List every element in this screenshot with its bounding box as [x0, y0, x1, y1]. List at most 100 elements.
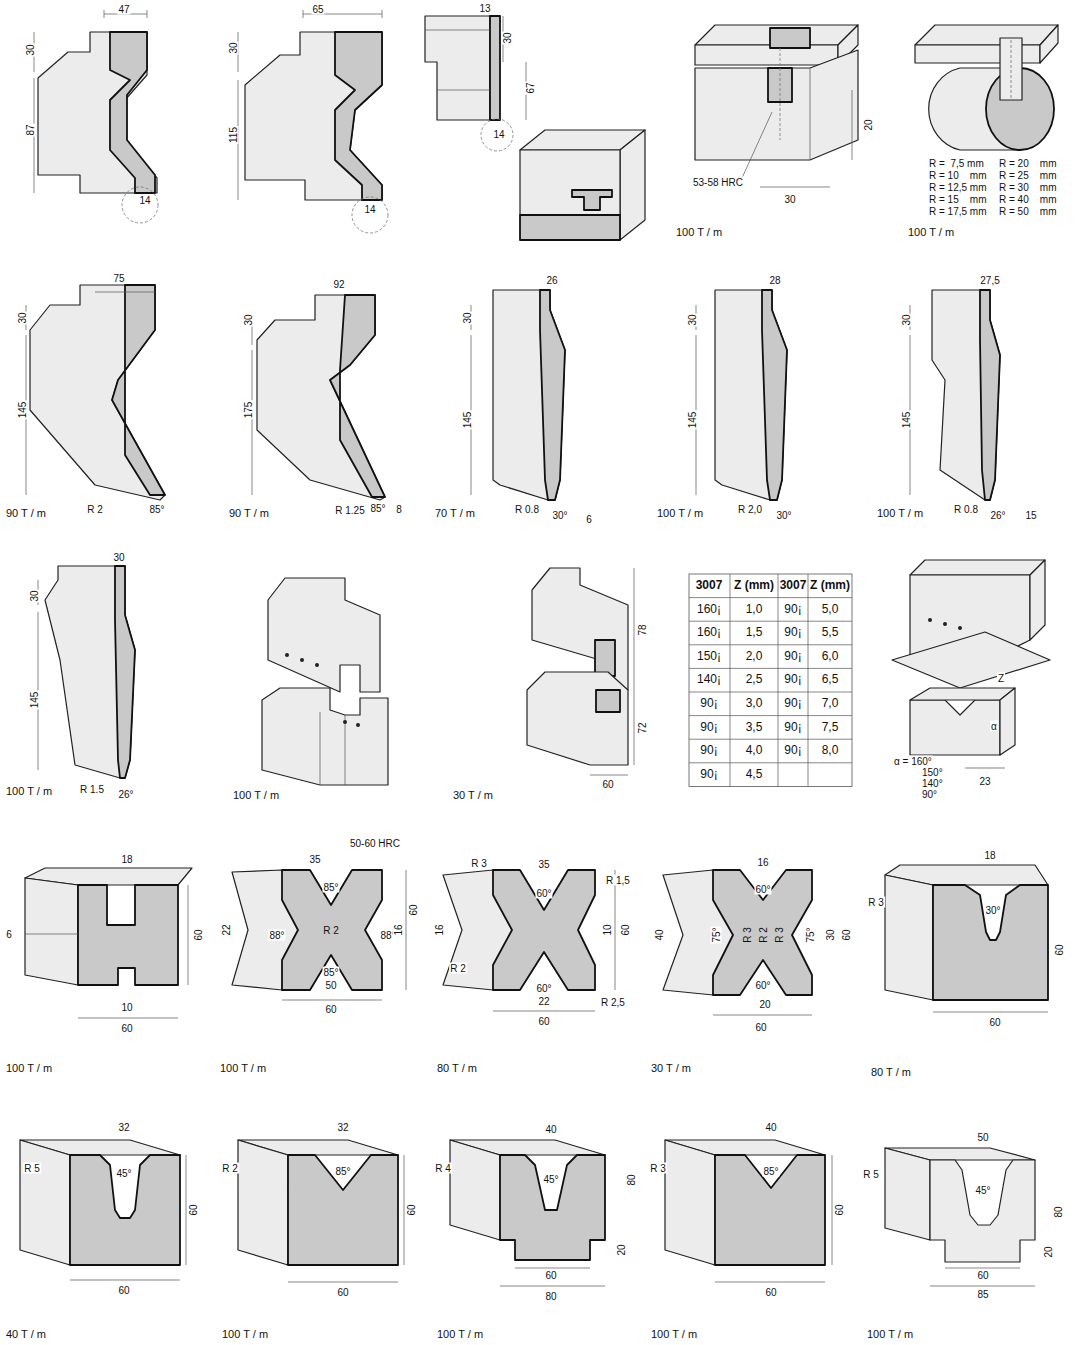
dimension-label: 27,5 [979, 275, 1000, 286]
four-way-die [443, 870, 615, 1011]
dimension-label: 88° [268, 930, 285, 941]
acute-punch-part [910, 305, 911, 495]
dimension-label: R 2,0 [737, 504, 763, 515]
table-header: 3007 [779, 579, 808, 592]
table-cell: 90¡ [699, 745, 718, 758]
table-cell: 2,0 [745, 650, 764, 663]
dimension-label: 60 [537, 1016, 550, 1027]
dimension-label: 50 [976, 1132, 989, 1143]
adapter-tool [425, 16, 645, 240]
offset-tool-set-part [268, 578, 380, 692]
v-die-part [930, 1160, 1035, 1262]
offset-die-set-part [1000, 688, 1015, 755]
load-rating: 40 T / m [5, 1328, 47, 1340]
acute-punch-part [45, 566, 135, 778]
dimension-label: 20 [758, 999, 771, 1010]
dimension-label: 6 [585, 514, 593, 525]
dimension-label: R 2 [322, 925, 340, 936]
v-die-part [885, 875, 933, 1000]
dimension-label: 80 [544, 1291, 557, 1302]
acute-punch-part [762, 290, 787, 500]
offset-tool-set [262, 578, 388, 785]
v-die [20, 1140, 186, 1280]
straight-punch-part [257, 295, 385, 500]
table-cell: 3,5 [745, 721, 764, 734]
dimension-label: R 1.25 [334, 505, 365, 516]
dimension-label: 85° [334, 1166, 351, 1177]
table-cell: 4,0 [745, 745, 764, 758]
acute-punch-part [715, 290, 787, 500]
dimension-label: 10 [602, 923, 613, 936]
dimension-label: 60° [754, 884, 771, 895]
dimension-label: 85° [762, 1166, 779, 1177]
table-cell: 7,0 [821, 697, 840, 710]
dimension-label: 60 [1054, 943, 1065, 956]
table-cell: 90¡ [699, 768, 718, 781]
note-label: 50-60 HRC [349, 838, 401, 849]
gooseneck-punch-part [352, 197, 388, 233]
adapter-tool-part [520, 215, 620, 240]
offset-tool-set-part [356, 723, 360, 727]
dimension-label: 145 [901, 411, 912, 430]
dimension-label: 30 [783, 194, 796, 205]
load-rating: 30 T / m [650, 1062, 692, 1074]
dimension-label: 45° [974, 1185, 991, 1196]
dimension-label: 30 [462, 311, 473, 324]
dimension-label: 65 [311, 4, 324, 15]
h-die-part [25, 885, 188, 1018]
gooseneck-punch-part [238, 10, 382, 200]
dimension-label: 30° [775, 510, 792, 521]
gooseneck-punch-part [335, 32, 382, 200]
dimension-label: R 2 [86, 504, 104, 515]
table-cell: 160¡ [696, 627, 722, 640]
dimension-label: R 1.5 [79, 784, 105, 795]
dimension-label: 72 [637, 721, 648, 734]
dimension-label: R 5 [23, 1163, 41, 1174]
dimension-label: 14 [492, 129, 505, 140]
v-die-part [70, 1155, 180, 1265]
gooseneck-punch-part [38, 32, 157, 193]
note-label: 150° [921, 767, 944, 778]
dimension-label: 60 [120, 1023, 133, 1034]
load-rating: 100 T / m [436, 1328, 484, 1340]
table-cell: 7,5 [821, 721, 840, 734]
dimension-label: 16 [393, 923, 404, 936]
load-rating: 100 T / m [650, 1328, 698, 1340]
note-label: 90° [921, 789, 938, 800]
radius-tool-part [915, 25, 1058, 45]
hemming-tool-set-part [595, 640, 615, 676]
h-die-part [25, 878, 78, 985]
dimension-label: 32 [117, 1122, 130, 1133]
v-die [665, 1140, 832, 1282]
dimension-label: 80 [626, 1173, 637, 1186]
dimension-label: 67 [525, 81, 536, 94]
load-rating: 100 T / m [219, 1062, 267, 1074]
dimension-label: 80 [1053, 1205, 1064, 1218]
adapter-tool-part [620, 130, 645, 240]
load-rating: 100 T / m [876, 507, 924, 519]
note-label: R 2,5 [600, 997, 626, 1008]
dimension-label: α [990, 721, 998, 732]
v-die-part [933, 1012, 1048, 1013]
radius-tool [915, 25, 1058, 150]
dimension-label: 92 [332, 279, 345, 290]
offset-tool-set-part [343, 720, 347, 724]
radius-tool-part [1000, 38, 1022, 100]
table-cell: 150¡ [696, 650, 722, 663]
dimension-label: 30 [901, 313, 912, 326]
dimension-label: 47 [117, 4, 130, 15]
flattening-tool-part [695, 45, 838, 65]
dimension-label: 40 [544, 1124, 557, 1135]
four-way-die-part [282, 870, 406, 1000]
table-cell: 90¡ [783, 674, 802, 687]
dimension-label: 85° [322, 967, 339, 978]
table-header: Z (mm) [733, 579, 775, 592]
hemming-tool-set-part [596, 690, 620, 712]
dimension-label: 75° [711, 926, 722, 943]
dimension-label: 60 [764, 1287, 777, 1298]
dimension-label: 14 [138, 195, 151, 206]
dimension-label: 75° [805, 926, 816, 943]
dimension-label: R 0.8 [514, 504, 540, 515]
dimension-label: R 5 [862, 1169, 880, 1180]
dimension-label: 75 [112, 273, 125, 284]
